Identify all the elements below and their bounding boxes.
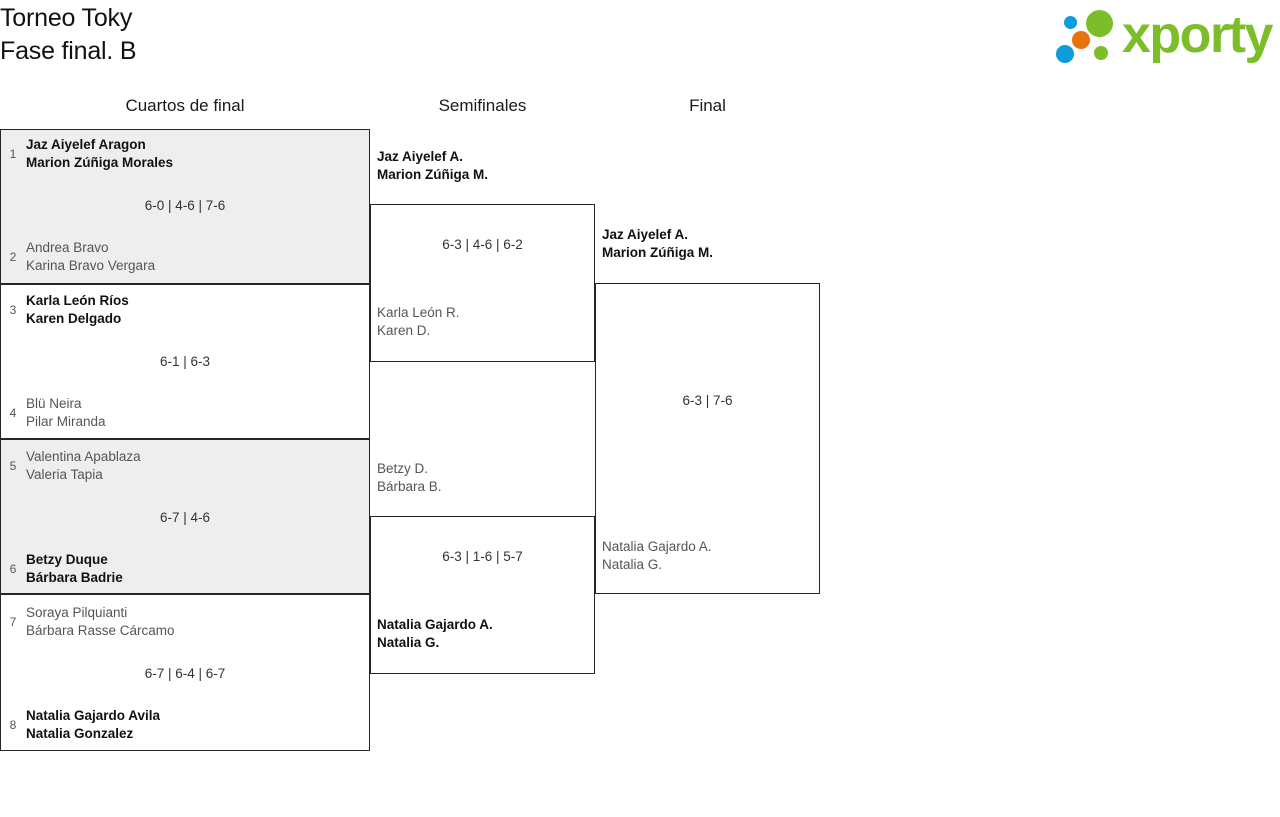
match-box-semifinal-1[interactable]: [370, 204, 595, 362]
team-quarterfinal-4-bottom[interactable]: Natalia Gajardo Avila Natalia Gonzalez: [26, 707, 160, 743]
team-player-2: Natalia G.: [377, 635, 440, 650]
team-player-2: Marion Zúñiga M.: [377, 167, 488, 182]
team-player-1: Natalia Gajardo A.: [602, 539, 712, 554]
seed-number: 3: [9, 303, 17, 317]
team-semifinal-2-bottom[interactable]: Natalia Gajardo A. Natalia G.: [377, 616, 493, 652]
team-quarterfinal-3-top[interactable]: Valentina Apablaza Valeria Tapia: [26, 448, 141, 484]
seed-number: 2: [9, 250, 17, 264]
team-player-1: Jaz Aiyelef A.: [377, 149, 464, 164]
seed-number: 5: [9, 459, 17, 473]
team-player-2: Pilar Miranda: [26, 414, 106, 429]
tournament-header: Torneo Toky Fase final. B xporty: [0, 0, 1280, 88]
team-quarterfinal-2-bottom[interactable]: Blü Neira Pilar Miranda: [26, 395, 106, 431]
team-player-2: Bárbara Rasse Cárcamo: [26, 623, 175, 638]
logo-wordmark: xporty: [1122, 6, 1273, 64]
team-player-1: Blü Neira: [26, 396, 82, 411]
team-quarterfinal-1-bottom[interactable]: Andrea Bravo Karina Bravo Vergara: [26, 239, 155, 275]
team-player-2: Valeria Tapia: [26, 467, 103, 482]
seed-number: 1: [9, 147, 17, 161]
match-box-quarterfinal-4[interactable]: [0, 594, 370, 751]
match-score-quarterfinal-3: 6-7 | 4-6: [159, 510, 211, 525]
team-semifinal-1-bottom[interactable]: Karla León R. Karen D.: [377, 304, 460, 340]
team-player-1: Betzy D.: [377, 461, 429, 476]
match-box-semifinal-2[interactable]: [370, 516, 595, 674]
tournament-phase: Fase final. B: [0, 37, 137, 65]
round-header-quarterfinals: Cuartos de final: [125, 96, 245, 115]
logo-dots-icon: [1050, 10, 1128, 64]
match-score-quarterfinal-1: 6-0 | 4-6 | 7-6: [144, 198, 226, 213]
team-semifinal-1-top[interactable]: Jaz Aiyelef A. Marion Zúñiga M.: [377, 148, 488, 184]
logo-dot-blue-bottom-icon: [1056, 45, 1074, 63]
logo-dot-orange-icon: [1072, 31, 1090, 49]
team-final-top[interactable]: Jaz Aiyelef A. Marion Zúñiga M.: [602, 226, 713, 262]
seed-number: 4: [9, 406, 17, 420]
team-quarterfinal-3-bottom[interactable]: Betzy Duque Bárbara Badrie: [26, 551, 123, 587]
team-semifinal-2-top[interactable]: Betzy D. Bárbara B.: [377, 460, 442, 496]
team-player-1: Jaz Aiyelef A.: [602, 227, 689, 242]
team-player-1: Andrea Bravo: [26, 240, 109, 255]
team-player-2: Bárbara B.: [377, 479, 442, 494]
team-player-1: Jaz Aiyelef Aragon: [26, 137, 146, 152]
team-player-1: Karla León Ríos: [26, 293, 129, 308]
team-quarterfinal-2-top[interactable]: Karla León Ríos Karen Delgado: [26, 292, 129, 328]
team-player-2: Karen Delgado: [26, 311, 122, 326]
team-player-1: Natalia Gajardo Avila: [26, 708, 161, 723]
team-player-1: Soraya Pilquianti: [26, 605, 128, 620]
match-box-quarterfinal-1[interactable]: [0, 129, 370, 284]
team-quarterfinal-4-top[interactable]: Soraya Pilquianti Bárbara Rasse Cárcamo: [26, 604, 175, 640]
page-title: Torneo Toky Fase final. B: [0, 2, 137, 68]
match-box-quarterfinal-3[interactable]: [0, 439, 370, 594]
match-score-semifinal-2: 6-3 | 1-6 | 5-7: [442, 549, 523, 564]
team-player-1: Natalia Gajardo A.: [377, 617, 493, 632]
team-player-1: Valentina Apablaza: [26, 449, 141, 464]
team-player-1: Betzy Duque: [26, 552, 108, 567]
logo-dot-green-small-icon: [1094, 46, 1108, 60]
seed-number: 8: [9, 718, 17, 732]
team-final-bottom[interactable]: Natalia Gajardo A. Natalia G.: [602, 538, 712, 574]
xporty-logo[interactable]: xporty: [1050, 6, 1276, 66]
team-player-2: Marion Zúñiga M.: [602, 245, 713, 260]
seed-number: 7: [9, 615, 17, 629]
team-player-2: Natalia G.: [602, 557, 663, 572]
team-quarterfinal-1-top[interactable]: Jaz Aiyelef Aragon Marion Zúñiga Morales: [26, 136, 173, 172]
match-box-quarterfinal-2[interactable]: [0, 284, 370, 439]
tournament-bracket: Cuartos de final Semifinales Final 1 Jaz…: [0, 88, 1280, 788]
logo-dot-blue-top-icon: [1064, 16, 1077, 29]
team-player-1: Karla León R.: [377, 305, 460, 320]
logo-dot-green-large-icon: [1086, 10, 1113, 37]
team-player-2: Karina Bravo Vergara: [26, 258, 156, 273]
match-box-final[interactable]: [595, 283, 820, 594]
match-score-quarterfinal-4: 6-7 | 6-4 | 6-7: [144, 666, 226, 681]
team-player-2: Bárbara Badrie: [26, 570, 123, 585]
match-score-final: 6-3 | 7-6: [682, 393, 733, 408]
round-header-final: Final: [689, 96, 726, 115]
team-player-2: Natalia Gonzalez: [26, 726, 134, 741]
match-score-quarterfinal-2: 6-1 | 6-3: [159, 354, 211, 369]
team-player-2: Marion Zúñiga Morales: [26, 155, 174, 170]
team-player-2: Karen D.: [377, 323, 431, 338]
tournament-name: Torneo Toky: [0, 4, 133, 32]
seed-number: 6: [9, 562, 17, 576]
round-header-semifinals: Semifinales: [438, 96, 527, 115]
match-score-semifinal-1: 6-3 | 4-6 | 6-2: [442, 237, 523, 252]
